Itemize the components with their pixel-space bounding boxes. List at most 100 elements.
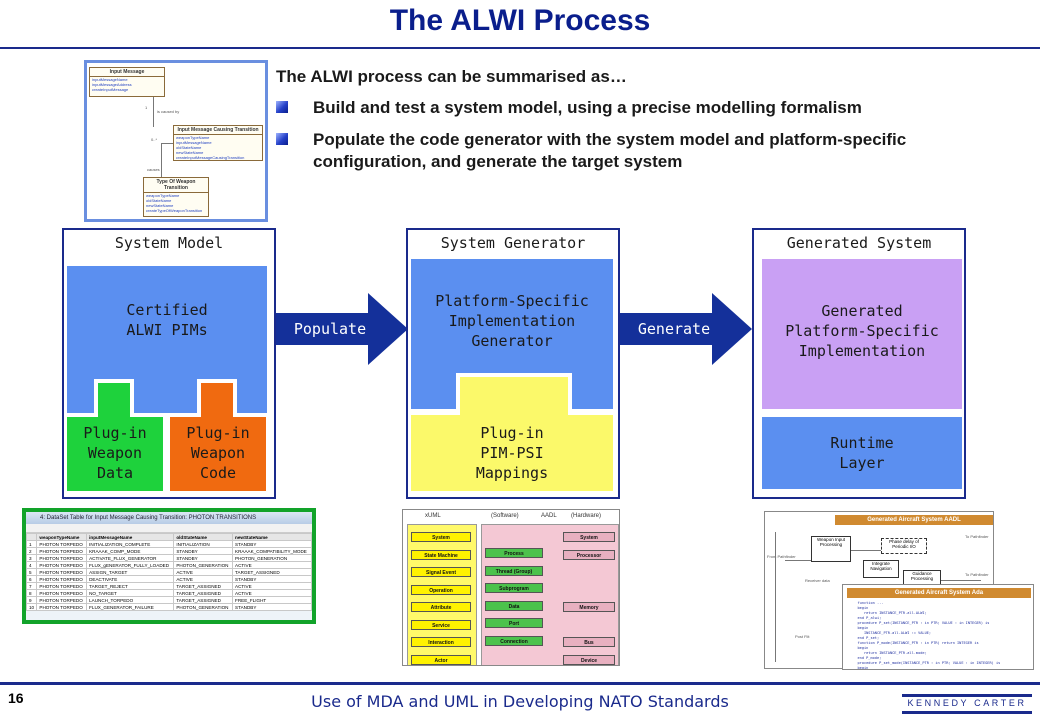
uml-association-line bbox=[161, 143, 162, 177]
bullet-item: Build and test a system model, using a p… bbox=[276, 97, 1016, 119]
block-label: Runtime bbox=[830, 434, 894, 452]
column-heading: xUML bbox=[425, 513, 441, 519]
mapping-box: Signal Event bbox=[411, 567, 471, 577]
aadl-node-label: Weapon Input Processing bbox=[817, 537, 845, 547]
mapping-box: Processor bbox=[563, 549, 615, 560]
uml-attribute: inputMessageName bbox=[176, 140, 212, 145]
column-heading: (Hardware) bbox=[571, 513, 602, 519]
panel-generated-system: Generated System Generated Platform-Spec… bbox=[752, 228, 966, 499]
aadl-node-label: Integrate Navigation bbox=[870, 561, 892, 571]
uml-multiplicity: 0..* bbox=[151, 137, 158, 142]
uml-association-line bbox=[153, 97, 154, 127]
mapping-box: State Machine bbox=[411, 549, 471, 560]
uml-class-type-of-weapon-transition: Type Of Weapon Transition weaponTypeName… bbox=[143, 177, 209, 217]
mapping-box: Device bbox=[563, 654, 615, 665]
block-label: Generated bbox=[821, 302, 903, 320]
table-cell: PHOTON TORPEDO bbox=[36, 589, 88, 597]
aadl-port-label: Post Flit bbox=[795, 634, 810, 639]
bullet-text: Populate the code generator with the sys… bbox=[313, 130, 907, 171]
column-header: inputMessageName bbox=[86, 533, 175, 541]
block-label: Platform-Specific bbox=[785, 322, 939, 340]
uml-class-diagram-thumbnail: Input Message inputMessageName inputMess… bbox=[84, 60, 268, 222]
table-cell: STANDBY bbox=[232, 540, 312, 548]
block-label: Platform-Specific bbox=[435, 292, 589, 310]
generate-arrow-icon bbox=[620, 293, 752, 365]
mapping-box: Process bbox=[485, 548, 543, 558]
mapping-box: Subprogram bbox=[485, 583, 543, 593]
mapping-box: Operation bbox=[411, 584, 471, 595]
logo-rule bbox=[902, 694, 1032, 697]
table-cell: 2 bbox=[26, 547, 38, 555]
window-title: 4: DataSet Table for Input Message Causi… bbox=[26, 512, 312, 524]
table-cell: PHOTON TORPEDO bbox=[36, 575, 88, 583]
table-cell: STANDBY bbox=[173, 554, 234, 562]
panel-system-model: System Model Certified ALWI PIMs Plug-in… bbox=[62, 228, 276, 499]
uml-attribute: newStateName bbox=[146, 203, 174, 208]
table-cell: FLUX_gENERATOR_FULLY_LOADED bbox=[86, 561, 175, 569]
aadl-node: Integrate Navigation bbox=[863, 560, 899, 578]
aadl-port-label: To Pathfinder bbox=[965, 572, 989, 577]
ada-header: Generated Aircraft System Ada bbox=[847, 588, 1031, 598]
block-label: Certified bbox=[126, 301, 208, 319]
table-cell: PHOTON TORPEDO bbox=[36, 603, 88, 611]
bullet-text: Build and test a system model, using a p… bbox=[313, 98, 862, 117]
plugin-mappings-tab bbox=[460, 377, 568, 417]
intro-text: The ALWI process can be summarised as… bbox=[276, 67, 627, 86]
bullet-square-icon bbox=[276, 133, 288, 145]
mapping-box: Attribute bbox=[411, 602, 471, 612]
table-cell: PHOTON TORPEDO bbox=[36, 540, 88, 548]
mapping-box: System bbox=[411, 532, 471, 542]
table-cell: ACTIVE bbox=[173, 575, 234, 583]
runtime-layer-block: Runtime Layer bbox=[762, 417, 962, 489]
block-label: Plug-in bbox=[83, 424, 147, 442]
logo-text: KENNEDY CARTER bbox=[907, 698, 1027, 708]
table-cell: NO_TARGET bbox=[86, 589, 175, 597]
mapping-box: Data bbox=[485, 600, 543, 611]
aadl-port-label: Receiver data bbox=[805, 578, 830, 583]
plugin-weapon-code-block: Plug-in Weapon Code bbox=[170, 417, 266, 491]
table-cell: TARGET_ASSIGNED bbox=[173, 582, 234, 590]
table-cell: PHOTON TORPEDO bbox=[36, 547, 88, 555]
table-cell: DEACTIVATE bbox=[86, 575, 175, 583]
block-label: Weapon bbox=[87, 444, 143, 462]
table-cell: ACTIVE bbox=[232, 582, 312, 590]
dataset-table: weaponTypeName inputMessageName oldState… bbox=[26, 533, 312, 611]
mapping-box: System bbox=[563, 532, 615, 542]
uml-attribute: newStateName bbox=[176, 150, 204, 155]
aadl-node-label: Phase delay of Periodic I/O bbox=[889, 539, 919, 549]
ada-code-text: function ... begin return INSTANCE_PTR.a… bbox=[857, 601, 1001, 670]
table-cell: ACTIVE bbox=[232, 589, 312, 597]
table-cell: 6 bbox=[26, 575, 38, 583]
generate-label: Generate bbox=[637, 320, 711, 338]
table-cell: 8 bbox=[26, 589, 38, 597]
panel-title: System Generator bbox=[440, 234, 586, 252]
table-cell: TARGET_ASSIGNED bbox=[173, 589, 234, 597]
panel-title: System Model bbox=[114, 234, 224, 252]
populate-label: Populate bbox=[293, 320, 367, 338]
populate-arrow-icon bbox=[276, 293, 408, 365]
slide-title: The ALWI Process bbox=[389, 4, 651, 37]
uml-attribute: inputMessageName bbox=[92, 77, 128, 82]
uml-association-label: causes bbox=[147, 167, 160, 172]
mapping-box: Interaction bbox=[411, 637, 471, 647]
mapping-box: Actor bbox=[411, 654, 471, 665]
uml-operation: createInputMessage bbox=[92, 87, 129, 92]
table-cell: TARGET_ASSIGNED bbox=[173, 596, 234, 604]
table-cell: KRAAAK_COMPATIBILITY_MODE bbox=[232, 547, 312, 555]
uml-class-title: Type Of Weapon Transition bbox=[144, 178, 208, 193]
footer-title: Use of MDA and UML in Developing NATO St… bbox=[311, 692, 729, 711]
aadl-header: Generated Aircraft System AADL bbox=[835, 515, 993, 525]
uml-class-input-message-causing-transition: Input Message Causing Transition weaponT… bbox=[173, 125, 263, 161]
table-cell: STANDBY bbox=[232, 575, 312, 583]
